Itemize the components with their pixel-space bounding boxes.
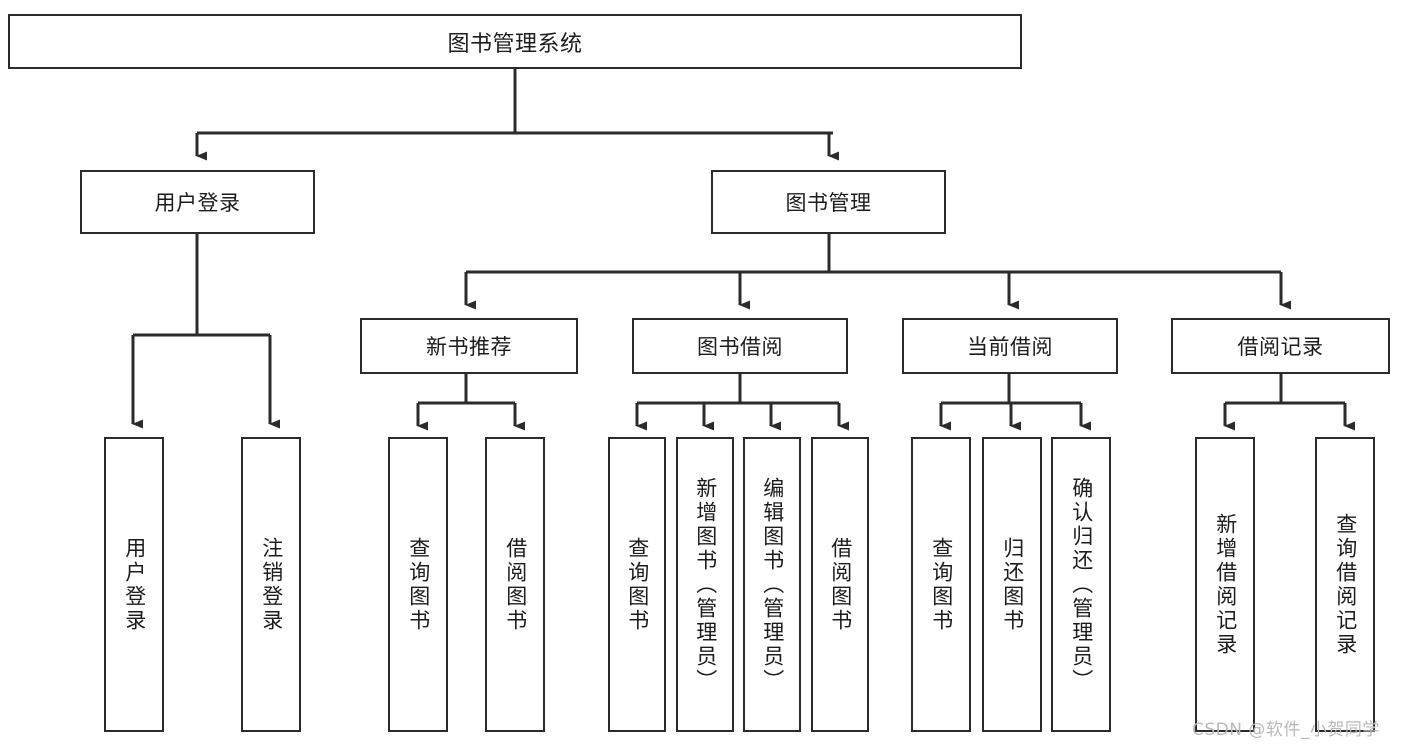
node-book-borrow-label: 图书借阅 <box>697 335 783 359</box>
node-new-book-recommend[interactable]: 新书推荐 <box>360 318 578 374</box>
leaf-borrow-record-query[interactable]: 查询借阅记录 <box>1315 437 1375 732</box>
node-user-login[interactable]: 用户登录 <box>80 170 315 234</box>
leaf-borrow-record-add-label: 新增借阅记录 <box>1213 512 1238 657</box>
leaf-book-borrow-edit[interactable]: 编辑图书（管理员） <box>743 437 801 732</box>
node-book-management-label: 图书管理 <box>785 191 872 215</box>
node-current-borrow-label: 当前借阅 <box>967 335 1053 359</box>
csdn-watermark: CSDN @软件_小贺同学 <box>1192 720 1380 740</box>
leaf-user-login-signin-label: 用户登录 <box>122 536 147 633</box>
leaf-new-book-query[interactable]: 查询图书 <box>388 437 448 732</box>
leaf-current-borrow-query[interactable]: 查询图书 <box>911 437 971 732</box>
leaf-new-book-borrow[interactable]: 借阅图书 <box>485 437 545 732</box>
node-new-book-recommend-label: 新书推荐 <box>426 335 512 359</box>
node-root-system-label: 图书管理系统 <box>447 31 583 57</box>
node-book-management[interactable]: 图书管理 <box>711 170 946 234</box>
node-current-borrow[interactable]: 当前借阅 <box>902 318 1118 374</box>
leaf-borrow-record-query-label: 查询借阅记录 <box>1333 512 1358 657</box>
leaf-current-borrow-return[interactable]: 归还图书 <box>982 437 1042 732</box>
leaf-current-borrow-confirm-label: 确认归还（管理员） <box>1069 476 1094 693</box>
node-book-borrow[interactable]: 图书借阅 <box>632 318 848 374</box>
leaf-book-borrow-edit-label: 编辑图书（管理员） <box>760 476 785 693</box>
leaf-user-login-signout-label: 注销登录 <box>259 536 284 633</box>
leaf-user-login-signin[interactable]: 用户登录 <box>104 437 164 732</box>
leaf-current-borrow-return-label: 归还图书 <box>1000 536 1025 633</box>
node-root-system[interactable]: 图书管理系统 <box>8 14 1022 69</box>
node-user-login-label: 用户登录 <box>154 191 241 215</box>
leaf-book-borrow-add-label: 新增图书（管理员） <box>693 476 718 693</box>
node-borrow-record-label: 借阅记录 <box>1237 335 1324 359</box>
leaf-book-borrow-query-label: 查询图书 <box>625 536 650 633</box>
leaf-user-login-signout[interactable]: 注销登录 <box>241 437 301 732</box>
leaf-book-borrow-add[interactable]: 新增图书（管理员） <box>676 437 734 732</box>
leaf-current-borrow-query-label: 查询图书 <box>929 536 954 633</box>
leaf-new-book-query-label: 查询图书 <box>406 536 431 633</box>
leaf-book-borrow-borrow-label: 借阅图书 <box>828 536 853 633</box>
leaf-current-borrow-confirm[interactable]: 确认归还（管理员） <box>1051 437 1111 732</box>
leaf-book-borrow-borrow[interactable]: 借阅图书 <box>811 437 869 732</box>
node-borrow-record[interactable]: 借阅记录 <box>1171 318 1390 374</box>
leaf-new-book-borrow-label: 借阅图书 <box>503 536 528 633</box>
leaf-book-borrow-query[interactable]: 查询图书 <box>608 437 666 732</box>
leaf-borrow-record-add[interactable]: 新增借阅记录 <box>1195 437 1255 732</box>
